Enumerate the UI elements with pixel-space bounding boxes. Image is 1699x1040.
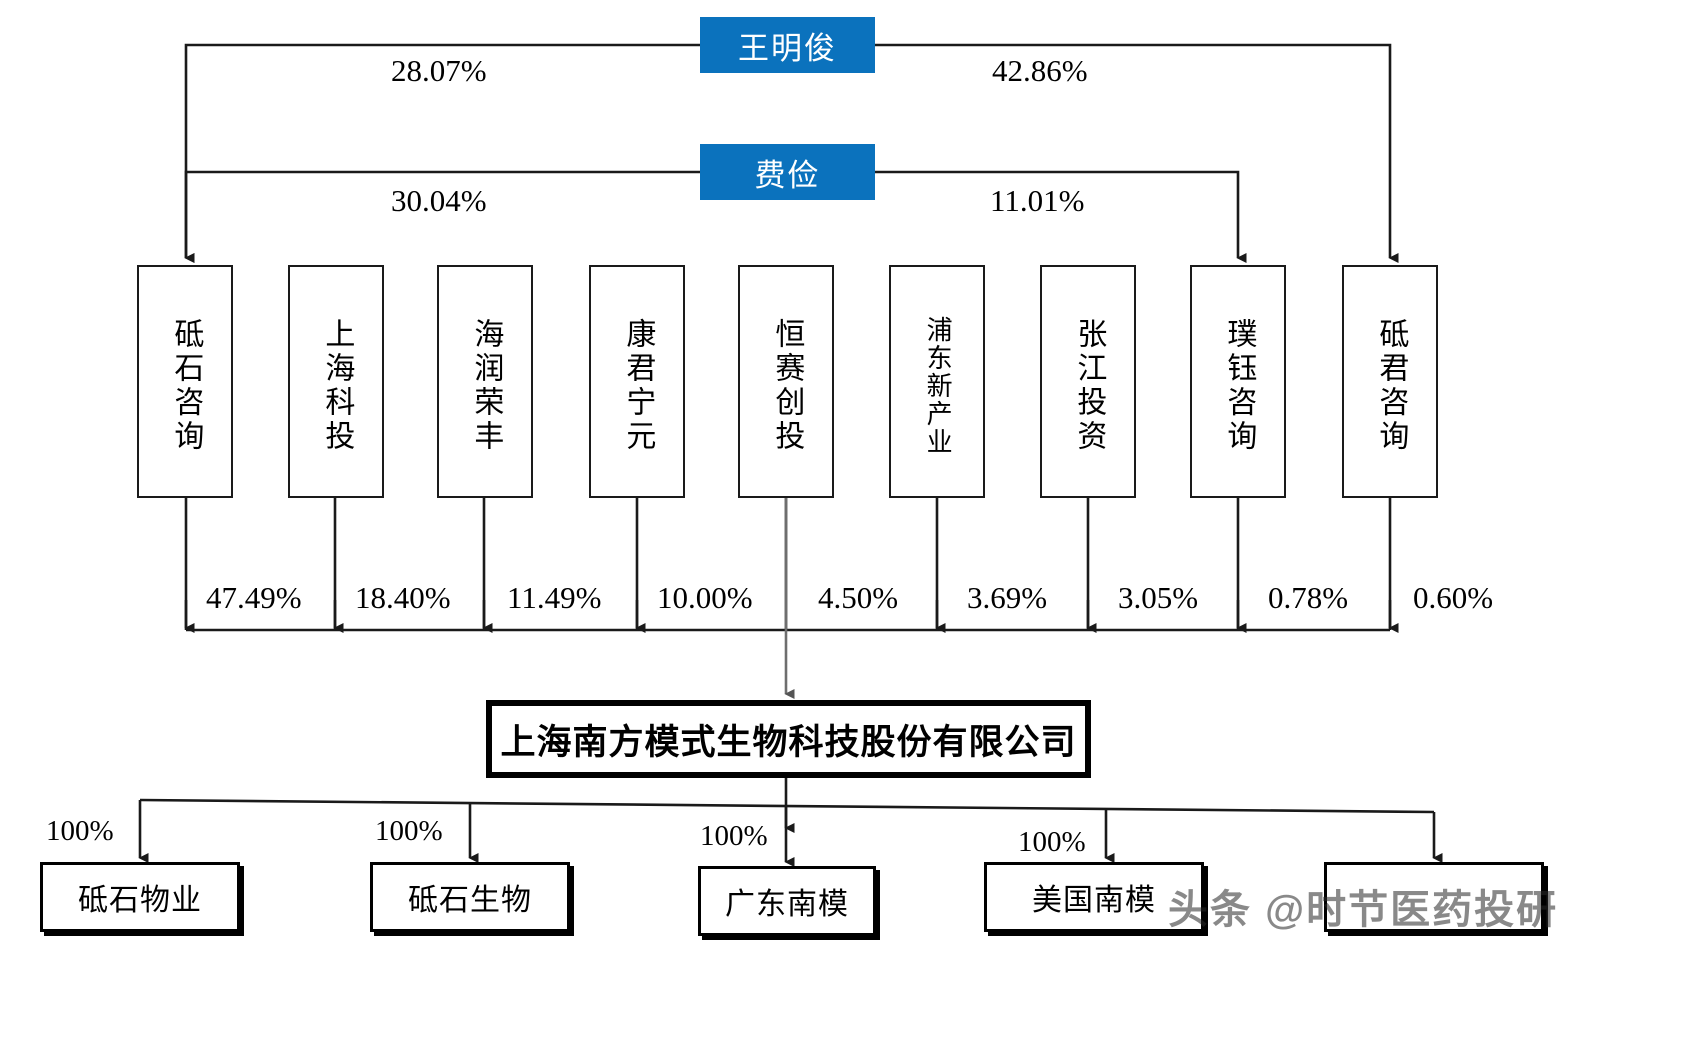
shareholder-box-pudongxinchanye[interactable]: 浦东新产业	[889, 265, 985, 498]
shareholder-percent-kangjunningyuan: 10.00%	[657, 580, 753, 615]
subsidiary-label: 砥石生物	[408, 884, 532, 917]
shareholder-label: 康君宁元	[621, 317, 655, 454]
subsidiary-label: 美国南模	[1032, 884, 1156, 917]
shareholder-percent-dishizixun: 47.49%	[206, 580, 302, 615]
watermark-text: 头条 @时节医药投研	[1168, 888, 1559, 932]
shareholder-box-kangjunningyuan[interactable]: 康君宁元	[589, 265, 685, 498]
shareholder-box-dishizixun[interactable]: 砥石咨询	[137, 265, 233, 498]
subsidiary-label: 广东南模	[725, 888, 849, 921]
shareholder-percent-zhangjiangtouzi: 3.05%	[1118, 580, 1199, 615]
edge-percent-fei-dishi: 30.04%	[391, 183, 487, 218]
shareholder-label: 海润荣丰	[469, 317, 503, 454]
edge-percent-wang-dishi: 28.07%	[391, 53, 487, 88]
shareholder-box-shanghaiketou[interactable]: 上海科投	[288, 265, 384, 498]
shareholder-percent-dijunzixun: 0.60%	[1413, 580, 1494, 615]
subsidiary-percent-dishishengwu: 100%	[375, 815, 443, 847]
person-label: 王明俊	[738, 30, 837, 66]
subsidiary-box-dishiwuye[interactable]: 砥石物业	[40, 862, 240, 932]
person-node-wang[interactable]: 王明俊	[700, 17, 875, 73]
subsidiary-percent-dishiwuye: 100%	[46, 815, 114, 847]
shareholder-box-dijunzixun[interactable]: 砥君咨询	[1342, 265, 1438, 498]
shareholder-box-puyuzixun[interactable]: 璞钰咨询	[1190, 265, 1286, 498]
subsidiary-percent-guangdongnanmo: 100%	[700, 820, 768, 852]
subsidiary-box-guangdongnanmo[interactable]: 广东南模	[698, 866, 876, 936]
main-company-label: 上海南方模式生物科技股份有限公司	[500, 722, 1077, 762]
person-node-fei[interactable]: 费俭	[700, 144, 875, 200]
subsidiary-box-occluded[interactable]	[1324, 862, 1544, 932]
shareholder-label: 砥君咨询	[1374, 317, 1408, 454]
edge-percent-fei-puyu: 11.01%	[990, 183, 1085, 218]
shareholder-box-zhangjiangtouzi[interactable]: 张江投资	[1040, 265, 1136, 498]
edge-percent-wang-dijun: 42.86%	[992, 53, 1088, 88]
shareholder-label: 恒赛创投	[770, 317, 804, 454]
subsidiary-box-meiguonanmo[interactable]: 美国南模	[984, 862, 1204, 932]
subsidiary-box-dishishengwu[interactable]: 砥石生物	[370, 862, 570, 932]
shareholder-label: 浦东新产业	[923, 315, 953, 456]
shareholder-percent-hengsaichuangtou: 4.50%	[818, 580, 899, 615]
shareholder-box-hairunrongfeng[interactable]: 海润荣丰	[437, 265, 533, 498]
shareholder-label: 上海科投	[320, 317, 354, 454]
main-company-box[interactable]: 上海南方模式生物科技股份有限公司	[486, 700, 1091, 778]
shareholder-label: 砥石咨询	[169, 317, 203, 454]
shareholder-percent-puyuzixun: 0.78%	[1268, 580, 1349, 615]
subsidiary-label: 砥石物业	[78, 884, 202, 917]
shareholder-box-hengsaichuangtou[interactable]: 恒赛创投	[738, 265, 834, 498]
shareholder-label: 张江投资	[1072, 317, 1106, 454]
subsidiary-percent-meiguonanmo: 100%	[1018, 826, 1086, 858]
shareholder-label: 璞钰咨询	[1222, 317, 1256, 454]
person-label: 费俭	[754, 157, 821, 193]
shareholder-percent-hairunrongfeng: 11.49%	[507, 580, 602, 615]
shareholder-percent-shanghaiketou: 18.40%	[355, 580, 451, 615]
shareholder-percent-pudongxinchanye: 3.69%	[967, 580, 1048, 615]
